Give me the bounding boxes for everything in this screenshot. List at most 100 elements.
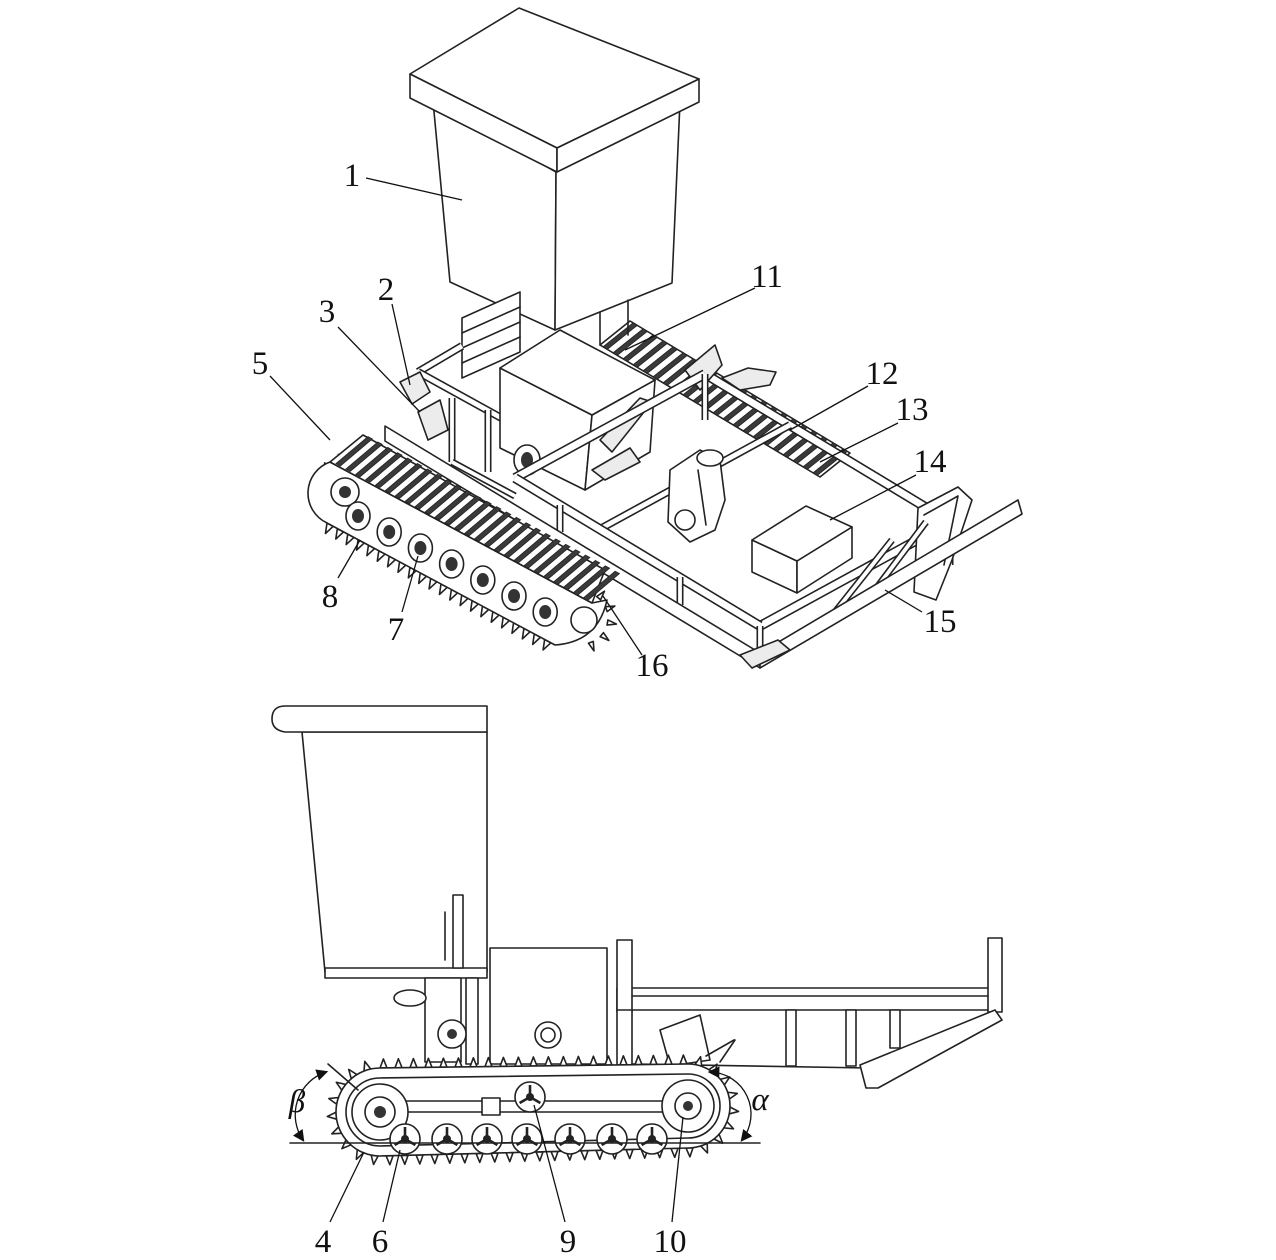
side-track-tooth [505, 1151, 514, 1163]
actuator-pivot [674, 509, 696, 531]
leader-15 [884, 589, 923, 613]
callout-13: 13 [896, 392, 929, 428]
near-track-cleat [335, 436, 374, 467]
near-track-cleats [335, 436, 621, 602]
near-track-cleat [552, 554, 591, 585]
callout-9: 9 [560, 1224, 577, 1260]
callout-3: 3 [319, 294, 336, 330]
side-track-tooth [385, 1154, 394, 1166]
leader-5 [269, 375, 331, 441]
near-track-cleat [404, 473, 443, 505]
leader-7 [401, 555, 419, 613]
callout-15: 15 [924, 604, 957, 640]
battery-box [751, 505, 853, 594]
side-actuator [659, 1014, 711, 1067]
bracket-3 [417, 399, 449, 441]
leader-14 [829, 474, 917, 521]
track-tooth [595, 590, 606, 601]
front-frame [415, 342, 517, 500]
side-track-tooth [634, 1054, 643, 1066]
upper-near-rail-face [513, 475, 762, 629]
side-track-tooth [475, 1152, 484, 1164]
support-pivot-pin [447, 1029, 457, 1039]
side-actuator-arm [705, 1039, 735, 1057]
underframe-strut [785, 1009, 797, 1067]
battery-top [751, 505, 853, 562]
bracket-2 [399, 371, 431, 405]
side-track-tooth [595, 1149, 604, 1161]
near-track-cleat [434, 489, 472, 521]
side-idler-hub [683, 1101, 693, 1111]
callout-1: 1 [344, 158, 361, 194]
ladder-rung [461, 321, 521, 349]
far-track-cleat [632, 340, 668, 368]
side-road-wheel-hub [566, 1135, 574, 1143]
leader-1 [365, 177, 463, 201]
side-track-tooth [445, 1153, 454, 1164]
side-track-tooth [649, 1054, 658, 1066]
side-engine-box [489, 947, 608, 1065]
near-track-cleat [572, 565, 611, 596]
side-road-wheel-hub [401, 1135, 409, 1143]
leader-8 [337, 539, 361, 579]
top-callouts: 1 2 3 5 11 12 13 14 8 7 16 15 [252, 158, 957, 684]
near-track-cleat [483, 516, 522, 548]
far-track-cleat [652, 352, 688, 380]
callout-7: 7 [388, 612, 405, 648]
near-track-cleat [374, 457, 413, 489]
wedge-bracket [591, 447, 641, 481]
upper-front-crossbar-face [513, 371, 707, 481]
leader-11 [624, 287, 756, 351]
near-track-cleat [394, 468, 433, 499]
side-track-tooth [490, 1152, 499, 1163]
underframe-strut [845, 1009, 857, 1067]
far-track-cleat [612, 328, 648, 356]
leader-6 [382, 1149, 401, 1223]
leader-12 [789, 385, 869, 431]
road-wheel-hub [352, 509, 364, 523]
side-track-tooth [409, 1057, 418, 1069]
side-rear-deck [616, 937, 1003, 1089]
side-road-wheel-hub [483, 1135, 491, 1143]
near-track-cleat [355, 446, 393, 478]
callout-14: 14 [914, 444, 947, 480]
road-wheels [345, 501, 559, 627]
side-track-tooth [460, 1152, 469, 1164]
near-track-cleat [345, 441, 383, 472]
side-track-tooth [394, 1057, 403, 1069]
side-track-tooth [430, 1153, 439, 1165]
side-track-tooth [580, 1149, 589, 1161]
side-track-tooth [685, 1146, 694, 1158]
leader-2 [391, 303, 411, 386]
near-track-cleat [562, 559, 601, 591]
deck-plate [616, 987, 1001, 1011]
near-track-cleat [582, 570, 621, 602]
far-track-cleat [622, 334, 658, 362]
leader-10 [671, 1116, 684, 1223]
side-road-wheel-hub [523, 1135, 531, 1143]
alpha-label: α [751, 1082, 769, 1118]
leader-9 [533, 1104, 566, 1223]
front-low-bar-face [451, 460, 516, 498]
side-track-tooth [625, 1148, 634, 1160]
near-track-cleat [453, 500, 492, 532]
engine-box-top [499, 329, 656, 416]
approach-line [327, 1063, 359, 1091]
side-track-tooth [379, 1058, 388, 1069]
side-track-tooth [400, 1154, 409, 1166]
rear-diagonal-brace-face [833, 538, 894, 614]
near-track-cleat [542, 549, 581, 580]
deck-rear-post [987, 937, 1003, 1013]
side-hopper-bracket [452, 894, 464, 969]
track-tooth [599, 631, 610, 642]
front-brackets [399, 371, 449, 441]
side-road-wheel-hub [648, 1135, 656, 1143]
side-track-tooth [326, 1111, 338, 1120]
side-hopper-support [393, 977, 479, 1065]
near-track-cleat [364, 452, 403, 483]
upper-far-rail-face [703, 371, 952, 525]
alpha-arc [707, 1066, 753, 1142]
side-hopper-base [324, 967, 488, 979]
underframe-ramp [859, 1009, 1003, 1089]
side-track-tooth [550, 1150, 559, 1162]
